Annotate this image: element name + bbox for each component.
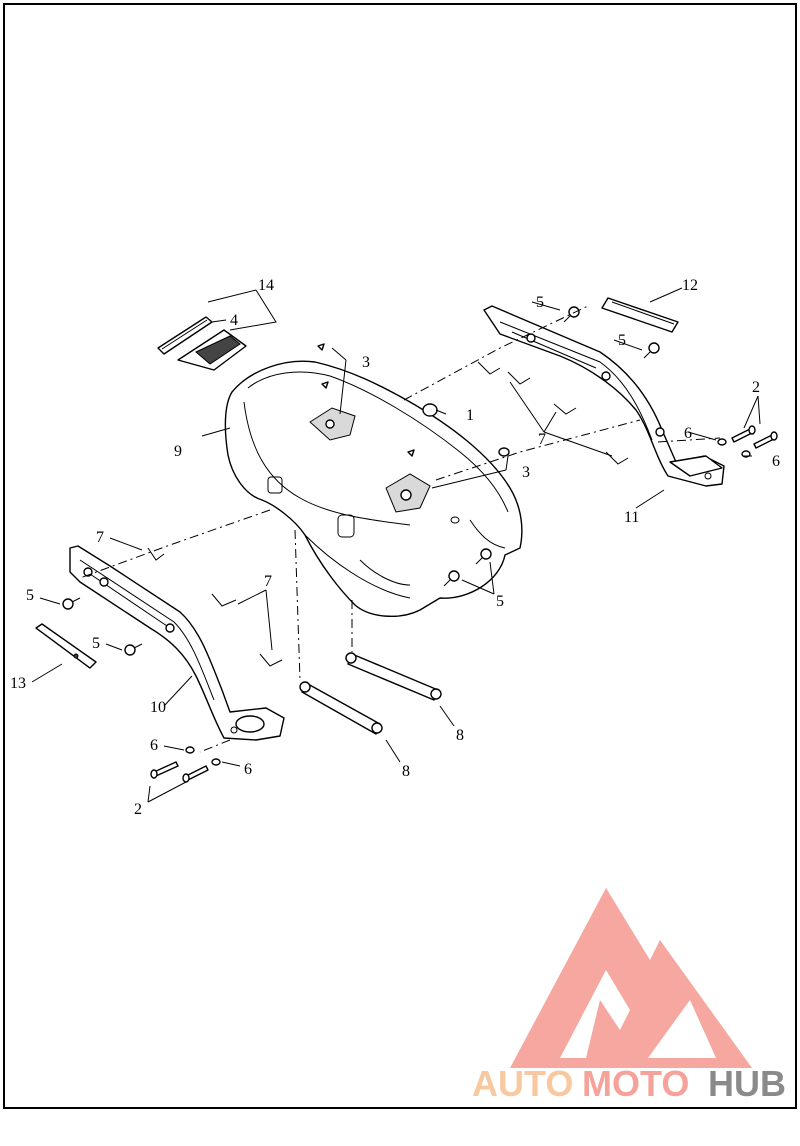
- watermark-word-2: MOTO: [582, 1063, 689, 1104]
- callout-8-b: 8: [402, 763, 410, 780]
- callout-7-left: 7: [96, 529, 104, 546]
- callout-6-left-a: 6: [150, 737, 158, 754]
- clips-part-7: [147, 361, 629, 667]
- callout-9: 9: [174, 443, 182, 460]
- automotohub-watermark: AUTO MOTO HUB: [472, 888, 786, 1104]
- washers-part-6-left: [185, 746, 221, 766]
- callout-7-mid: 7: [264, 573, 272, 590]
- watermark-word-1: AUTO: [472, 1063, 573, 1104]
- callout-14: 14: [258, 277, 274, 294]
- callout-labels: 14 4 3 1 3 9 5 5 12 2 6 6 7 11 7 7 5 5 5…: [10, 277, 780, 818]
- callout-4: 4: [230, 312, 238, 329]
- strut-part-11: [483, 305, 725, 487]
- fender-body-part-9: [224, 360, 523, 618]
- badge-part-4: [177, 329, 247, 371]
- callout-11: 11: [624, 509, 639, 526]
- callout-5-bottom-right: 5: [496, 593, 504, 610]
- support-rod-part-8-b: [345, 652, 442, 701]
- callout-1: 1: [466, 407, 474, 424]
- callout-6-right-b: 6: [772, 453, 780, 470]
- callout-10: 10: [150, 699, 166, 716]
- callout-2-left: 2: [134, 801, 142, 818]
- callout-6-left-b: 6: [244, 761, 252, 778]
- callout-5-top-right-a: 5: [536, 294, 544, 311]
- bolts-part-2-left: [150, 761, 209, 783]
- trim-strip-part-12: [601, 297, 679, 333]
- gasket-part-3-mid: [385, 447, 510, 513]
- callout-8-a: 8: [456, 727, 464, 744]
- watermark-logo-inner: [648, 1000, 716, 1058]
- leader-lines: [31, 287, 761, 803]
- watermark-word-3: HUB: [708, 1063, 786, 1104]
- washers-part-6-right: [717, 438, 751, 458]
- page-frame: [3, 3, 797, 1109]
- callout-3-mid: 3: [522, 464, 530, 481]
- watermark-logo-mark: [510, 888, 752, 1068]
- callout-5-top-right-b: 5: [618, 332, 626, 349]
- trim-strip-part-13: [35, 623, 97, 669]
- callout-7-right: 7: [538, 431, 546, 448]
- bolts-part-2-right: [731, 425, 778, 449]
- callout-2-right: 2: [752, 379, 760, 396]
- support-rod-part-8-a: [299, 681, 383, 735]
- callout-6-right-a: 6: [684, 425, 692, 442]
- callout-12: 12: [682, 277, 698, 294]
- callout-5-left-a: 5: [26, 587, 34, 604]
- callout-3-top: 3: [362, 354, 370, 371]
- callout-5-left-b: 5: [92, 635, 100, 652]
- callout-13: 13: [10, 675, 26, 692]
- strut-part-10: [69, 545, 285, 741]
- gasket-part-3-top: [309, 343, 356, 441]
- screws-part-5: [62, 306, 660, 656]
